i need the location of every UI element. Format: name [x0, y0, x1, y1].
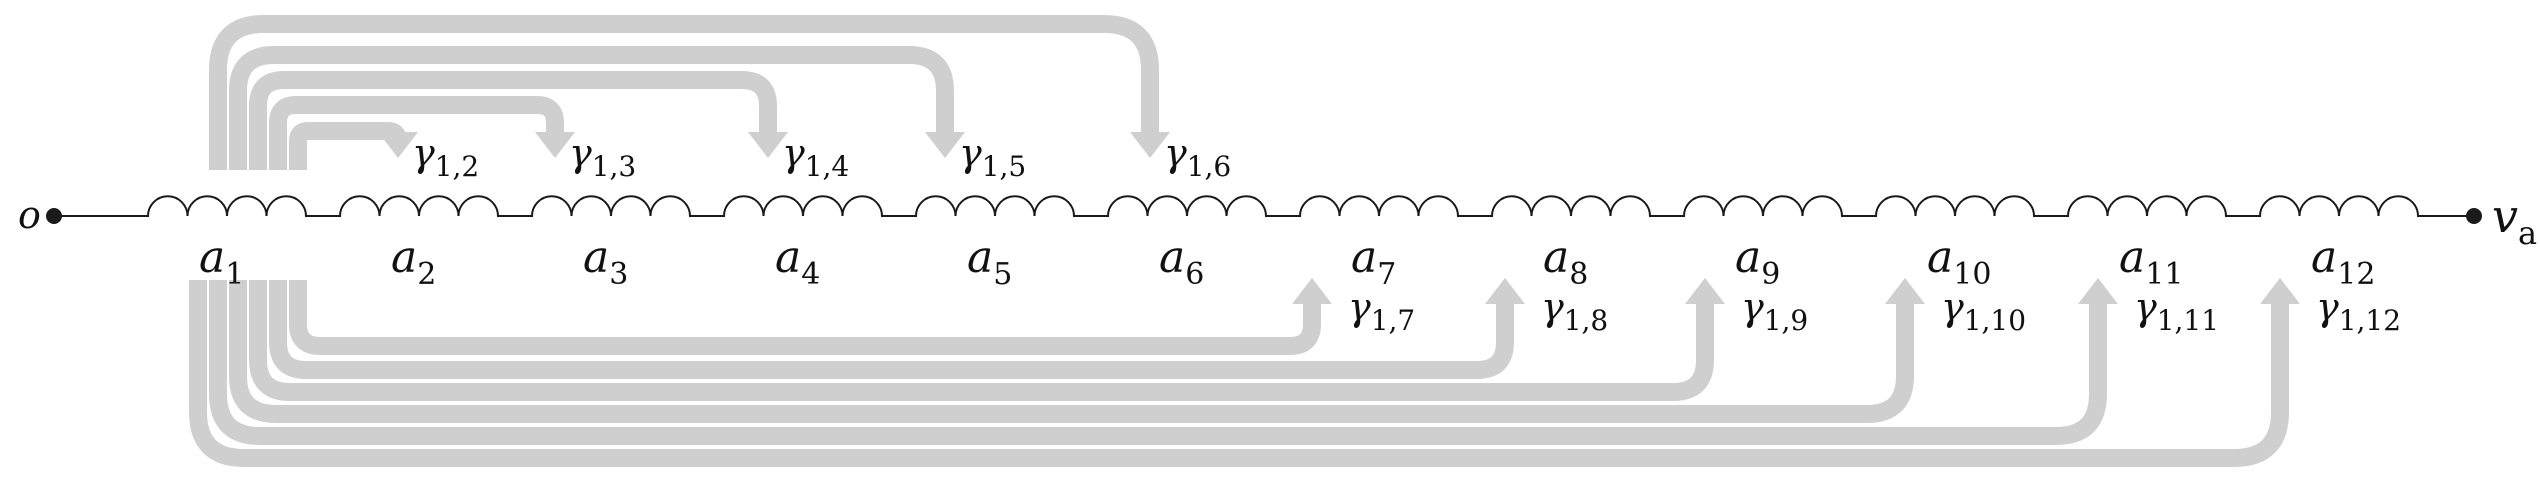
arrow-gamma-1-11 [209, 278, 2118, 445]
segment-label-11: a11 [2119, 232, 2183, 292]
left-terminal-label: o [18, 193, 41, 237]
arrow-label-1-5: γ1,5 [959, 131, 1026, 183]
arrow-label-1-7: γ1,7 [1348, 285, 1415, 337]
arrow-gamma-1-6 [209, 15, 1170, 170]
arrow-gamma-1-5 [229, 46, 965, 170]
wire-layer [46, 195, 2482, 224]
segment-label-9: a9 [1735, 232, 1780, 292]
segment-label-12: a12 [2311, 232, 2375, 292]
segment-label-8: a8 [1543, 232, 1588, 292]
segment-label-10: a10 [1927, 232, 1991, 292]
segment-label-6: a6 [1159, 232, 1204, 292]
arrow-gamma-1-7 [289, 278, 1332, 355]
segment-label-3: a3 [583, 232, 628, 292]
arrow-label-1-3: γ1,3 [569, 131, 636, 183]
segment-label-2: a2 [391, 232, 436, 292]
segment-label-1: a1 [199, 232, 244, 292]
arrow-gamma-1-8 [269, 278, 1525, 379]
right-terminal-label: va [2492, 189, 2537, 252]
arrow-label-1-2: γ1,2 [412, 131, 479, 183]
arrow-label-1-10: γ1,10 [1941, 285, 2026, 337]
arrow-label-1-4: γ1,4 [782, 131, 849, 183]
arrow-layer [189, 15, 2300, 467]
arrow-label-1-12: γ1,12 [2316, 285, 2401, 337]
arrow-label-1-8: γ1,8 [1541, 285, 1608, 337]
arrow-label-1-9: γ1,9 [1741, 285, 1808, 337]
arrow-gamma-1-10 [229, 278, 1925, 423]
arrow-gamma-1-3 [269, 96, 575, 170]
arrow-gamma-1-12 [189, 278, 2300, 467]
segment-label-4: a4 [775, 232, 820, 292]
segment-label-5: a5 [967, 232, 1012, 292]
arrow-gamma-1-9 [249, 278, 1725, 401]
arrow-gamma-1-2 [289, 122, 418, 170]
coil-chain-wire [54, 195, 2474, 217]
label-layer: o va a1 a2 a3 a4 a5 a6 a7 a8 a9 a10 a11 a12 γ1,2 γ1,3… [18, 131, 2537, 337]
arrow-label-1-11: γ1,11 [2134, 285, 2219, 337]
arrow-label-1-6: γ1,6 [1164, 131, 1231, 183]
segment-label-7: a7 [1351, 232, 1396, 292]
arrow-gamma-1-4 [249, 71, 788, 170]
